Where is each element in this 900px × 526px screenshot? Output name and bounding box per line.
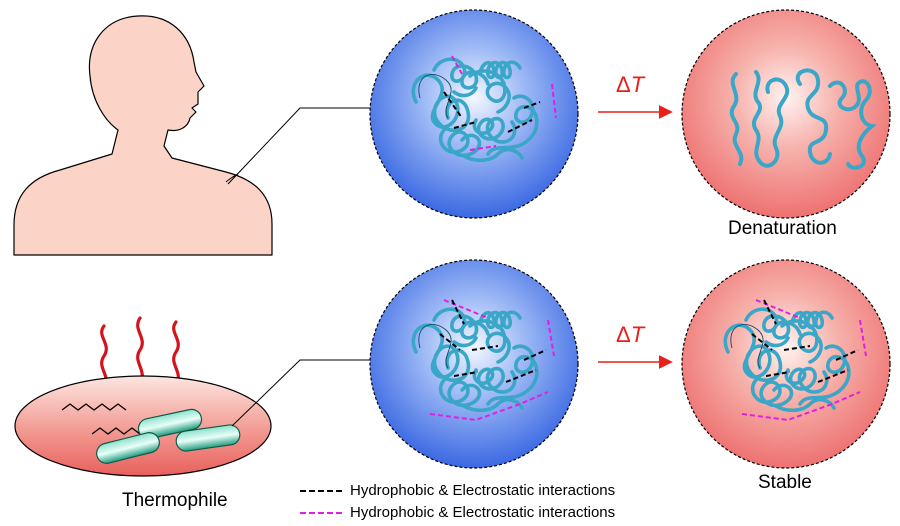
denaturation-label: Denaturation bbox=[728, 218, 837, 239]
zoom-line-human bbox=[227, 107, 370, 185]
delta-t-label-bottom: ΔT bbox=[616, 322, 645, 347]
native-protein-sphere-top bbox=[369, 9, 579, 219]
legend-label-black: Hydrophobic & Electrostatic interactions bbox=[350, 482, 616, 499]
denatured-protein-sphere bbox=[681, 9, 891, 219]
legend-swatch-magenta bbox=[300, 511, 342, 514]
thermophile-label: Thermophile bbox=[122, 490, 228, 511]
zoom-line-thermophile bbox=[231, 359, 370, 427]
human-silhouette bbox=[13, 15, 273, 256]
legend-label-magenta: Hydrophobic & Electrostatic interactions bbox=[350, 504, 616, 521]
legend-swatch-black bbox=[300, 489, 342, 492]
interaction-lines-top bbox=[443, 55, 557, 151]
legend-item-black: Hydrophobic & Electrostatic interactions bbox=[300, 482, 615, 499]
native-protein-sphere-bottom bbox=[369, 259, 579, 469]
stable-protein-sphere bbox=[681, 259, 891, 469]
legend-item-magenta: Hydrophobic & Electrostatic interactions bbox=[300, 504, 615, 521]
interaction-lines-stable bbox=[741, 299, 867, 422]
bacteria-icon bbox=[96, 408, 241, 464]
delta-t-label-top: ΔT bbox=[616, 72, 645, 97]
stable-label: Stable bbox=[758, 472, 812, 493]
interaction-lines-bottom bbox=[429, 299, 555, 422]
